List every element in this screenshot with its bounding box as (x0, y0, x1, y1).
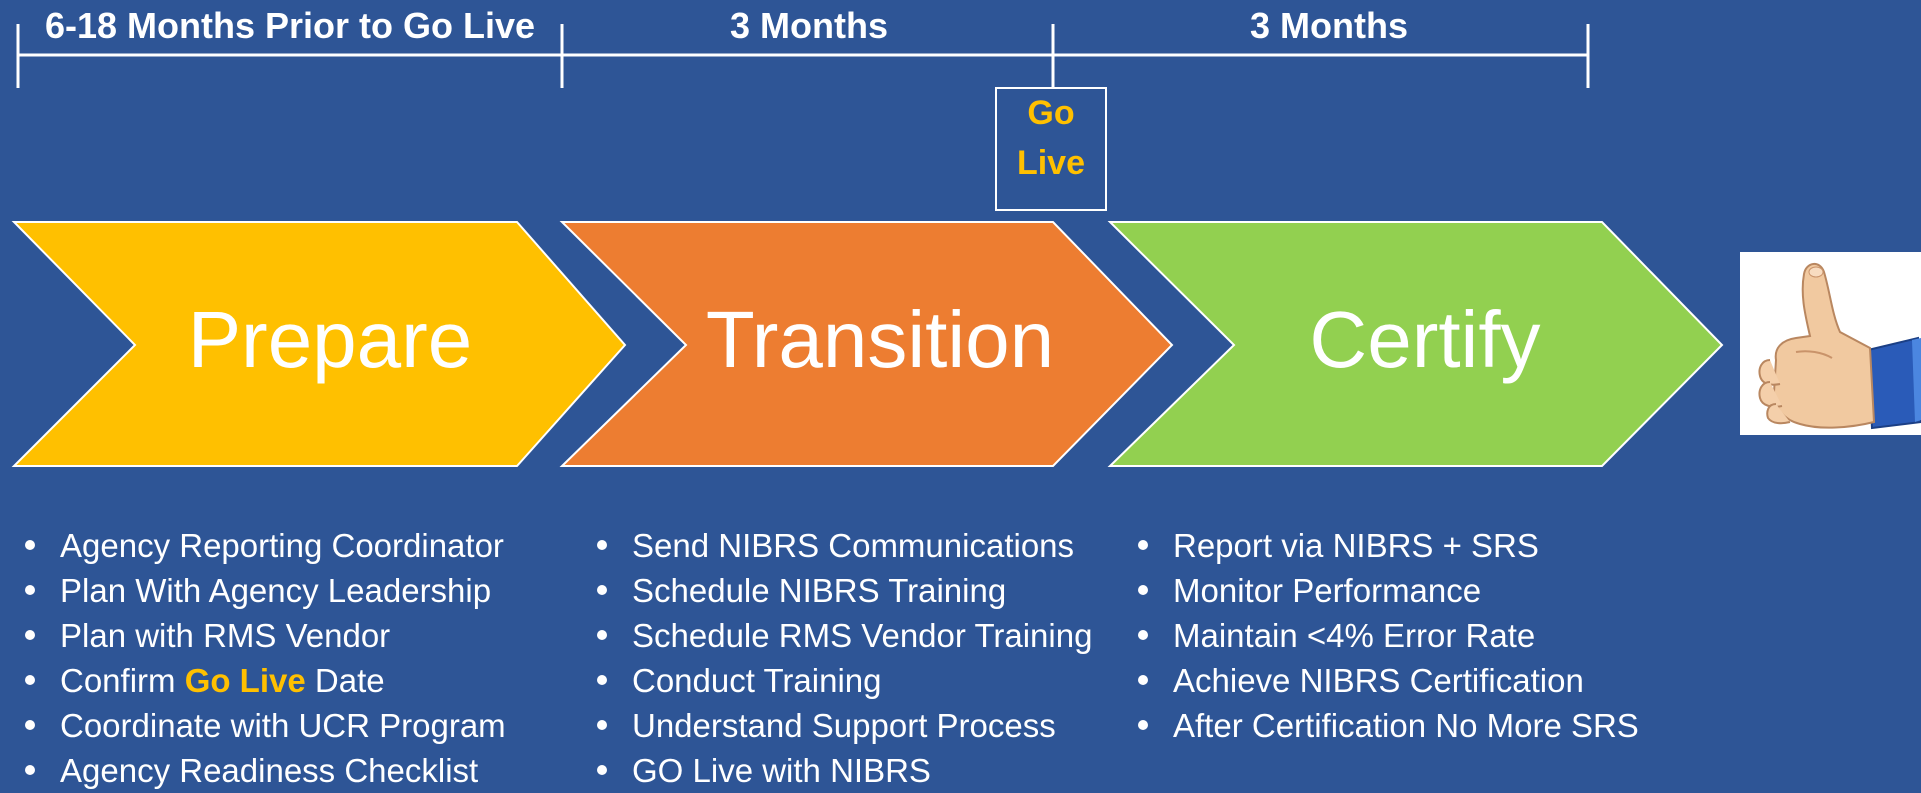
task-item: Conduct Training (592, 658, 1092, 703)
task-item: GO Live with NIBRS (592, 748, 1092, 793)
go-live-line-2: Live (1016, 144, 1086, 182)
go-live-marker-box (995, 87, 1107, 211)
phase-chevron-transition (559, 221, 1174, 467)
task-item: Plan With Agency Leadership (20, 568, 506, 613)
go-live-milestone-label: Go Live (996, 88, 1106, 188)
task-list-certify: Report via NIBRS + SRS Monitor Performan… (1133, 523, 1639, 748)
task-item: Confirm Go Live Date (20, 658, 506, 703)
timeline-bracket (16, 24, 1590, 88)
span-label-prepare: 6-18 Months Prior to Go Live (44, 5, 536, 46)
thumbs-up-icon (1758, 263, 1921, 430)
go-live-line-1: Go (1027, 94, 1075, 132)
task-text-after: Date (305, 662, 385, 699)
task-list-prepare: Agency Reporting Coordinator Plan With A… (20, 523, 506, 793)
task-item: Report via NIBRS + SRS (1133, 523, 1639, 568)
phase-chevron-prepare (11, 221, 627, 467)
task-item: Schedule RMS Vendor Training (592, 613, 1092, 658)
task-item: Send NIBRS Communications (592, 523, 1092, 568)
task-item: Plan with RMS Vendor (20, 613, 506, 658)
task-text-before: Confirm (60, 662, 185, 699)
task-item: Agency Reporting Coordinator (20, 523, 506, 568)
go-live-highlight: Go Live (184, 662, 306, 699)
task-item: Schedule NIBRS Training (592, 568, 1092, 613)
phase-label-certify: Certify (1309, 295, 1541, 384)
task-item: Agency Readiness Checklist (20, 748, 506, 793)
phase-chevron-certify (1107, 221, 1724, 467)
span-label-transition: 3 Months (730, 5, 888, 46)
phase-label-transition: Transition (705, 295, 1055, 384)
task-item: Achieve NIBRS Certification (1133, 658, 1639, 703)
task-item: Maintain <4% Error Rate (1133, 613, 1639, 658)
span-label-certify: 3 Months (1250, 5, 1408, 46)
task-item: Coordinate with UCR Program (20, 703, 506, 748)
task-item: Monitor Performance (1133, 568, 1639, 613)
thumbs-up-card (1740, 252, 1921, 435)
task-item: After Certification No More SRS (1133, 703, 1639, 748)
phase-label-prepare: Prepare (187, 295, 473, 384)
task-item: Understand Support Process (592, 703, 1092, 748)
task-list-transition: Send NIBRS Communications Schedule NIBRS… (592, 523, 1092, 793)
